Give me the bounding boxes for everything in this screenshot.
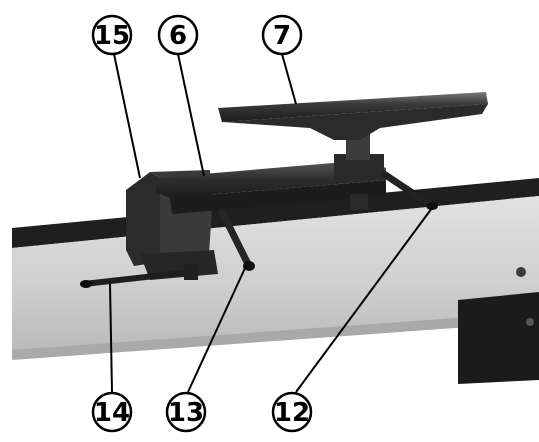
leader-6	[177, 53, 205, 177]
leader-lines	[109, 53, 433, 393]
callout-label-14: 14	[94, 398, 130, 428]
callout-label-15: 15	[94, 21, 130, 51]
bed-lower-edge	[12, 312, 539, 360]
banjo-lock-knob	[243, 261, 255, 271]
leader-13	[187, 265, 247, 393]
callout-label-6: 6	[169, 21, 187, 51]
clamp-knob	[80, 280, 92, 288]
callout-label-13: 13	[168, 398, 204, 428]
arm-front	[170, 180, 386, 214]
tool-rest-post	[334, 130, 384, 210]
bed-bolt	[516, 267, 526, 277]
callout-circle	[271, 391, 313, 433]
banjo-block-side	[126, 172, 160, 266]
callout-7: 7	[261, 14, 303, 56]
tool-rest-body	[222, 104, 488, 140]
bed-leg	[458, 292, 539, 384]
rest-lock-knob	[426, 202, 438, 210]
leader-15	[113, 53, 141, 179]
callout-label-7: 7	[273, 21, 291, 51]
bed-bolt-lower	[526, 318, 534, 326]
leader-7	[281, 53, 297, 105]
clamp-nut	[184, 264, 198, 280]
arm-top	[156, 160, 386, 198]
callout-circle	[261, 14, 303, 56]
banjo-lock-lever	[218, 208, 252, 268]
post-lower	[350, 194, 368, 210]
callout-circle	[165, 391, 207, 433]
rest-lock-handle	[380, 170, 438, 210]
leader-12	[295, 207, 433, 393]
callout-12: 12	[271, 391, 313, 433]
callout-13: 13	[165, 391, 207, 433]
clamp-rod	[81, 269, 193, 287]
callout-circle	[91, 14, 133, 56]
callout-label-12: 12	[274, 398, 310, 428]
clamp-handle	[80, 264, 198, 288]
tool-rest-top	[218, 92, 488, 122]
leader-14	[109, 283, 113, 393]
callout-14: 14	[91, 391, 133, 433]
callout-6: 6	[157, 14, 199, 56]
callout-15: 15	[91, 14, 133, 56]
callout-circle	[157, 14, 199, 56]
tool-rest	[218, 92, 488, 140]
rest-lock-lever	[380, 170, 436, 210]
callout-circle	[91, 391, 133, 433]
banjo-arm	[156, 160, 386, 214]
banjo-lock-handle	[218, 208, 255, 271]
